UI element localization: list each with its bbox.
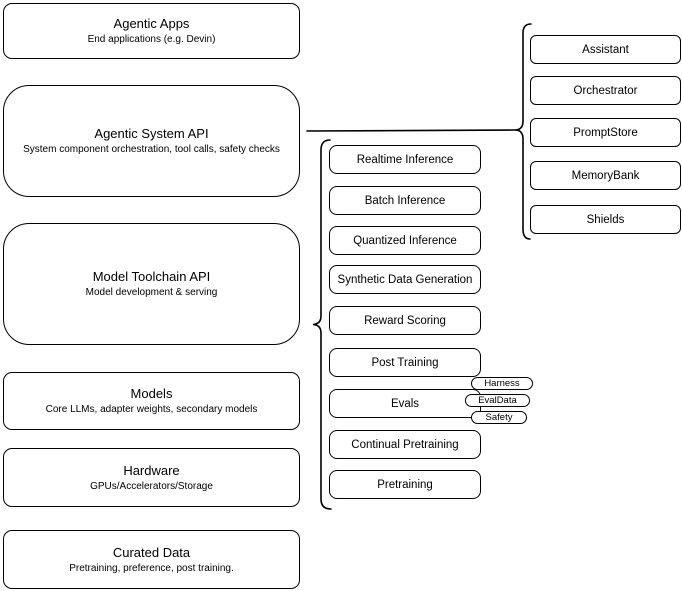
layer-title: Curated Data xyxy=(112,544,191,560)
layer-box-curated-data: Curated Data Pretraining, preference, po… xyxy=(3,530,300,589)
layer-subtitle: System component orchestration, tool cal… xyxy=(23,144,280,155)
layer-subtitle: Core LLMs, adapter weights, secondary mo… xyxy=(45,404,258,415)
system-api-connector-line xyxy=(306,129,516,132)
service-box-pretraining: Pretraining xyxy=(329,470,481,499)
layer-title: Hardware xyxy=(123,462,180,478)
service-box-evals: Evals xyxy=(329,389,481,418)
component-box-assistant: Assistant xyxy=(530,35,681,64)
layer-box-agentic-apps: Agentic Apps End applications (e.g. Devi… xyxy=(3,3,300,59)
eval-pill-harness: Harness xyxy=(471,377,533,390)
service-box-synthetic-data-generation: Synthetic Data Generation xyxy=(329,265,481,294)
layer-subtitle: Pretraining, preference, post training. xyxy=(69,562,234,574)
layer-box-models: Models Core LLMs, adapter weights, secon… xyxy=(3,372,300,430)
eval-pill-evaldata: EvalData xyxy=(465,394,530,407)
layer-title: Agentic Apps xyxy=(113,16,190,31)
component-box-memorybank: MemoryBank xyxy=(530,161,681,190)
component-box-promptstore: PromptStore xyxy=(530,118,681,147)
layer-box-hardware: Hardware GPUs/Accelerators/Storage xyxy=(3,448,300,507)
service-box-quantized-inference: Quantized Inference xyxy=(329,226,481,255)
layer-title: Model Toolchain API xyxy=(92,269,211,284)
service-box-batch-inference: Batch Inference xyxy=(329,186,481,215)
system-components-brace xyxy=(514,23,532,240)
service-box-continual-pretraining: Continual Pretraining xyxy=(329,430,481,459)
component-box-orchestrator: Orchestrator xyxy=(530,76,681,105)
layer-subtitle: GPUs/Accelerators/Storage xyxy=(90,480,213,492)
layer-box-model-toolchain-api: Model Toolchain API Model development & … xyxy=(3,223,300,345)
layer-title: Agentic System API xyxy=(94,126,209,141)
layer-box-agentic-system-api: Agentic System API System component orch… xyxy=(3,85,300,197)
service-box-post-training: Post Training xyxy=(329,348,481,377)
eval-pill-safety: Safety xyxy=(471,411,527,424)
layer-subtitle: Model development & serving xyxy=(85,287,218,298)
layer-title: Models xyxy=(130,386,173,401)
service-box-realtime-inference: Realtime Inference xyxy=(329,145,481,174)
layer-subtitle: End applications (e.g. Devin) xyxy=(87,34,216,45)
component-box-shields: Shields xyxy=(530,205,681,234)
service-box-reward-scoring: Reward Scoring xyxy=(329,306,481,335)
